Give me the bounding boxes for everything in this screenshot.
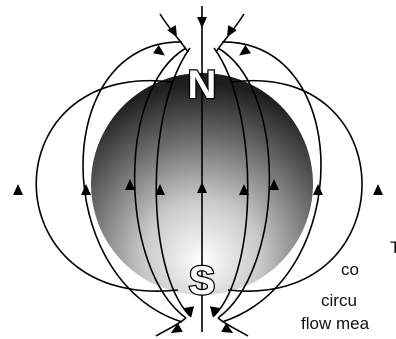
field-line-south-flare-left <box>156 318 186 336</box>
field-arrow <box>153 45 168 60</box>
field-arrow <box>373 184 383 195</box>
caption-line-3: circu <box>321 291 357 311</box>
field-arrow <box>81 184 91 195</box>
caption-line-4: flow mea <box>301 314 369 334</box>
south-pole-label: S <box>189 259 216 303</box>
caption-line-2: co <box>341 260 359 280</box>
field-line-south-flare-right <box>218 318 248 336</box>
field-arrow <box>313 184 323 195</box>
field-arrow <box>197 17 207 28</box>
caption-line-1: T <box>390 238 396 258</box>
field-arrow <box>13 184 23 195</box>
north-pole-label: N <box>188 63 217 107</box>
field-arrow <box>236 45 251 60</box>
